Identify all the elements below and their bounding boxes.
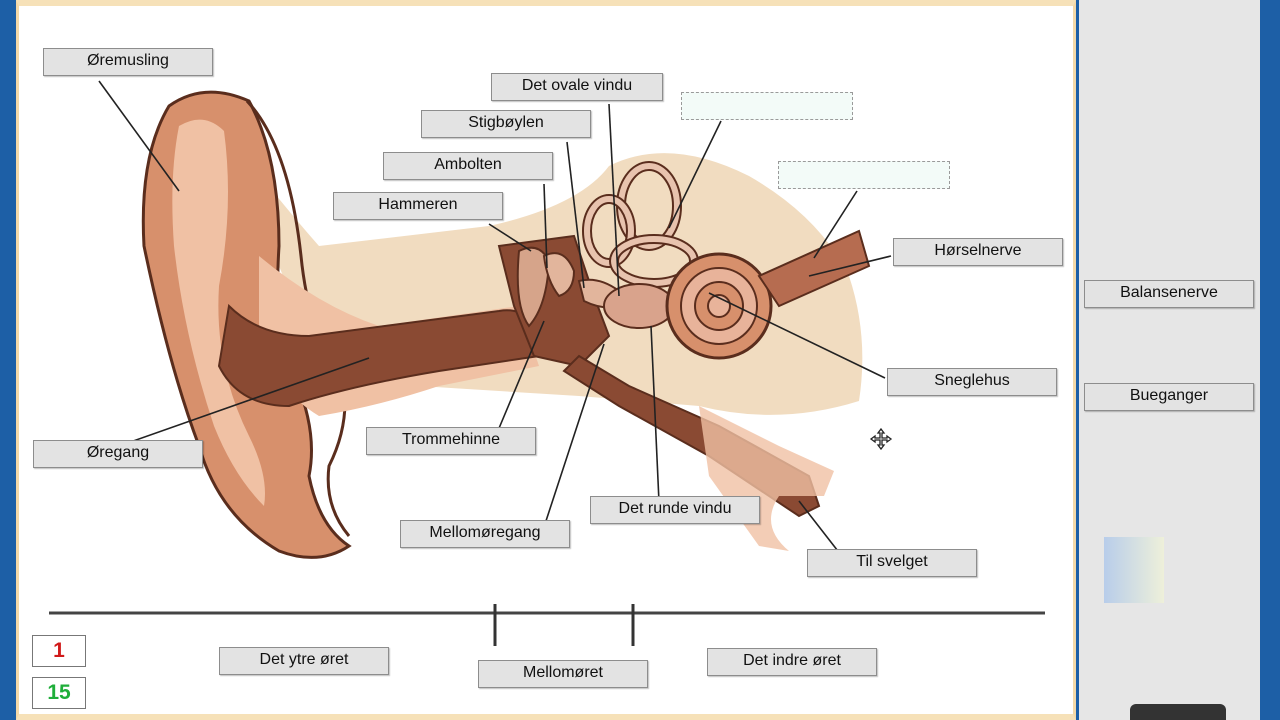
label-trommehinne[interactable]: Trommehinne [366, 427, 536, 455]
label-tray: Balansenerve Bueganger [1079, 0, 1260, 720]
leader-lines [98, 80, 892, 556]
throat-tissue [699, 406, 834, 551]
label-oremusling[interactable]: Øremusling [43, 48, 213, 76]
tray-label-balansenerve[interactable]: Balansenerve [1084, 280, 1254, 308]
label-oregang[interactable]: Øregang [33, 440, 203, 468]
diagram-canvas: Øremusling Det ovale vindu Stigbøylen Am… [16, 0, 1076, 720]
canal-fill-2 [584, 196, 634, 266]
label-horselnerve[interactable]: Hørselnerve [893, 238, 1063, 266]
nerve [757, 229, 871, 308]
label-ambolten[interactable]: Ambolten [383, 152, 553, 180]
label-mellomoret[interactable]: Mellomøret [478, 660, 648, 688]
vestibule [603, 283, 675, 329]
hammer-bone [516, 246, 551, 328]
ear-canal [217, 303, 541, 408]
tray-label-bueganger[interactable]: Bueganger [1084, 383, 1254, 411]
label-sneglehus[interactable]: Sneglehus [887, 368, 1057, 396]
window-edge [1260, 0, 1280, 720]
anvil-bone [542, 252, 576, 298]
play-button[interactable] [1130, 704, 1226, 720]
wrong-counter: 1 [32, 635, 86, 667]
move-cursor-icon [869, 427, 893, 451]
label-det-runde-vindu[interactable]: Det runde vindu [590, 496, 760, 524]
pinna-highlight [172, 119, 265, 507]
empty-drop-target-1[interactable] [681, 92, 853, 120]
label-det-indre-oret[interactable]: Det indre øret [707, 648, 877, 676]
right-counter: 15 [32, 677, 86, 709]
empty-drop-target-2[interactable] [778, 161, 950, 189]
ear-anatomy-diagram [49, 80, 1045, 646]
gradient-swatch [1104, 537, 1164, 603]
label-det-ovale-vindu[interactable]: Det ovale vindu [491, 73, 663, 101]
label-stigboylen[interactable]: Stigbøylen [421, 110, 591, 138]
label-mellomoregang[interactable]: Mellomøregang [400, 520, 570, 548]
label-hammeren[interactable]: Hammeren [333, 192, 503, 220]
label-det-ytre-oret[interactable]: Det ytre øret [219, 647, 389, 675]
label-til-svelget[interactable]: Til svelget [807, 549, 977, 577]
